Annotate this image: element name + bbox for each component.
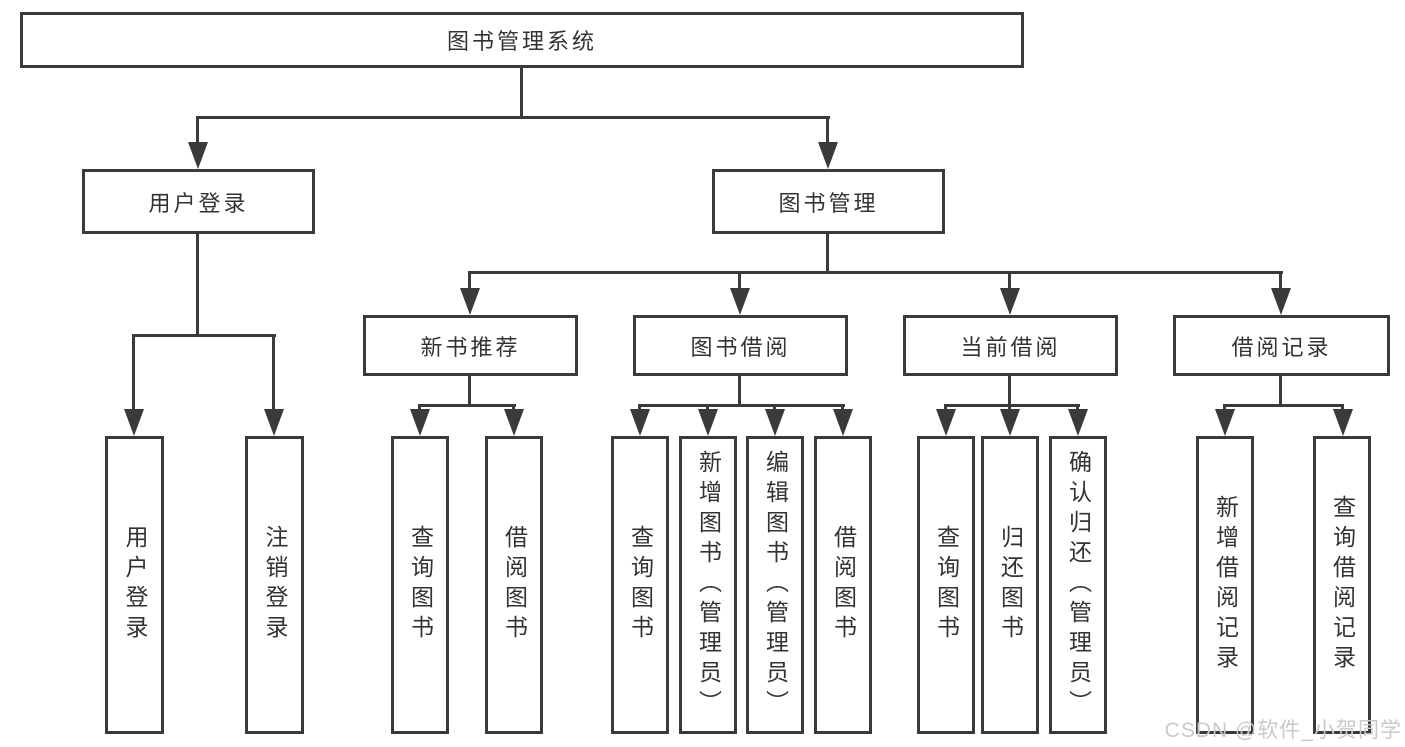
connector-line xyxy=(1223,404,1344,407)
node-book-management-label: 图书管理 xyxy=(778,190,879,216)
leaf-confirm-return-admin: 确认归还（管理员） xyxy=(1049,436,1107,734)
connector-line xyxy=(1223,404,1226,413)
arrow-down-icon xyxy=(1271,288,1291,315)
arrow-down-icon xyxy=(1333,409,1353,436)
leaf-user-login-label: 用户登录 xyxy=(122,525,148,645)
connector-line xyxy=(826,116,829,144)
connector-line xyxy=(196,116,199,144)
arrow-down-icon xyxy=(188,142,208,169)
connector-line xyxy=(738,271,741,290)
connector-line xyxy=(944,404,947,413)
node-user-login: 用户登录 xyxy=(82,169,315,234)
leaf-user-login: 用户登录 xyxy=(105,436,164,734)
node-current-borrowing: 当前借阅 xyxy=(903,315,1118,376)
arrow-down-icon xyxy=(833,409,853,436)
node-borrow-records-label: 借阅记录 xyxy=(1231,334,1332,360)
arrow-down-icon xyxy=(504,409,524,436)
node-current-borrowing-label: 当前借阅 xyxy=(960,334,1061,360)
leaf-borrow-books-recommend: 借阅图书 xyxy=(485,436,543,734)
leaf-return-book-label: 归还图书 xyxy=(997,525,1024,645)
leaf-borrow-books-label: 借阅图书 xyxy=(830,525,857,645)
connector-line xyxy=(468,271,1283,274)
connector-line xyxy=(468,376,471,407)
connector-line xyxy=(512,404,515,413)
leaf-add-borrow-record-label: 新增借阅记录 xyxy=(1212,495,1239,675)
connector-line xyxy=(468,271,471,290)
connector-line xyxy=(1279,271,1282,290)
leaf-query-books-borrowing: 查询图书 xyxy=(611,436,669,734)
leaf-logout-label: 注销登录 xyxy=(262,525,288,645)
arrow-down-icon xyxy=(630,409,650,436)
leaf-edit-book-admin: 编辑图书（管理员） xyxy=(746,436,804,734)
node-root-label: 图书管理系统 xyxy=(446,29,597,54)
connector-line xyxy=(196,116,830,119)
leaf-add-book-admin: 新增图书（管理员） xyxy=(679,436,737,734)
connector-line xyxy=(520,66,523,119)
connector-line xyxy=(706,404,709,413)
connector-line xyxy=(1008,376,1011,407)
arrow-down-icon xyxy=(264,409,284,436)
arrow-down-icon xyxy=(730,288,750,315)
arrow-down-icon xyxy=(936,409,956,436)
leaf-return-book: 归还图书 xyxy=(981,436,1039,734)
arrow-down-icon xyxy=(1000,409,1020,436)
connector-line xyxy=(1076,404,1079,413)
connector-line xyxy=(418,404,421,413)
arrow-down-icon xyxy=(460,288,480,315)
arrow-down-icon xyxy=(1215,409,1235,436)
connector-line xyxy=(196,234,199,337)
connector-line xyxy=(1008,404,1011,413)
leaf-query-borrow-record-label: 查询借阅记录 xyxy=(1329,495,1356,675)
leaf-confirm-return-admin-label: 确认归还（管理员） xyxy=(1065,450,1092,720)
arrow-down-icon xyxy=(698,409,718,436)
connector-line xyxy=(638,404,845,407)
node-book-borrowing: 图书借阅 xyxy=(633,315,848,376)
node-user-login-label: 用户登录 xyxy=(148,190,249,216)
arrow-down-icon xyxy=(818,142,838,169)
node-borrow-records: 借阅记录 xyxy=(1173,315,1390,376)
leaf-query-books-recommend-label: 查询图书 xyxy=(407,525,434,645)
csdn-watermark: CSDN @软件_小贺同学 xyxy=(1164,719,1402,742)
connector-line xyxy=(1279,376,1282,407)
connector-line xyxy=(773,404,776,413)
leaf-borrow-books-recommend-label: 借阅图书 xyxy=(501,525,528,645)
connector-line xyxy=(738,376,741,407)
connector-line xyxy=(132,334,276,337)
connector-line xyxy=(132,334,135,411)
leaf-query-books-recommend: 查询图书 xyxy=(391,436,449,734)
arrow-down-icon xyxy=(1000,288,1020,315)
leaf-add-borrow-record: 新增借阅记录 xyxy=(1196,436,1254,734)
connector-line xyxy=(826,234,829,274)
connector-line xyxy=(1008,271,1011,290)
node-book-borrowing-label: 图书借阅 xyxy=(690,334,791,360)
leaf-query-borrow-record: 查询借阅记录 xyxy=(1313,436,1371,734)
leaf-logout: 注销登录 xyxy=(245,436,304,734)
connector-line xyxy=(272,334,275,411)
leaf-query-books-current: 查询图书 xyxy=(917,436,975,734)
node-book-management: 图书管理 xyxy=(712,169,945,234)
arrow-down-icon xyxy=(410,409,430,436)
leaf-add-book-admin-label: 新增图书（管理员） xyxy=(695,450,722,720)
leaf-edit-book-admin-label: 编辑图书（管理员） xyxy=(762,450,789,720)
connector-line xyxy=(638,404,641,413)
leaf-query-books-borrowing-label: 查询图书 xyxy=(627,525,654,645)
leaf-borrow-books: 借阅图书 xyxy=(814,436,872,734)
connector-line xyxy=(418,404,516,407)
node-new-book-recommend-label: 新书推荐 xyxy=(420,334,521,360)
arrow-down-icon xyxy=(1068,409,1088,436)
arrow-down-icon xyxy=(765,409,785,436)
connector-line xyxy=(1341,404,1344,413)
connector-line xyxy=(944,404,1080,407)
arrow-down-icon xyxy=(124,409,144,436)
connector-line xyxy=(841,404,844,413)
node-new-book-recommend: 新书推荐 xyxy=(363,315,578,376)
node-root: 图书管理系统 xyxy=(20,12,1024,68)
leaf-query-books-current-label: 查询图书 xyxy=(933,525,960,645)
